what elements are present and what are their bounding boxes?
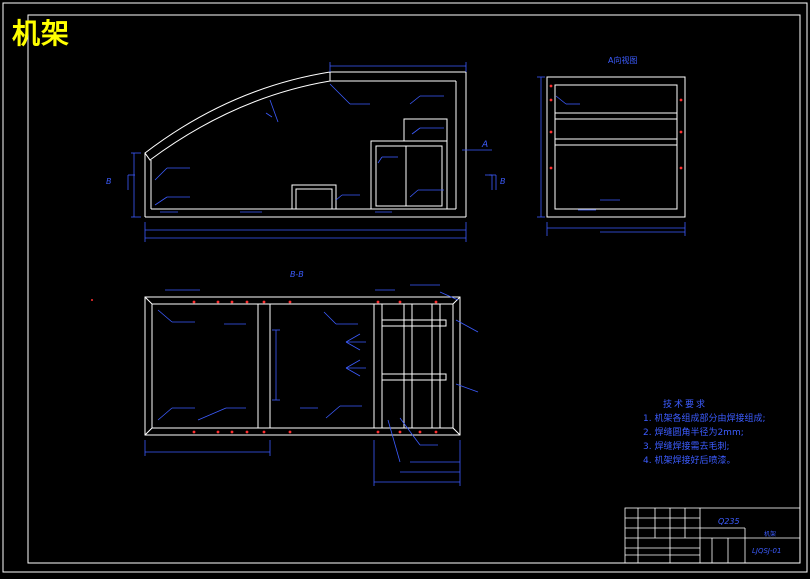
technical-requirements: 技术要求 1. 机架各组成部分由焊接组成; 2. 焊缝圆角半径为2mm; 3. … — [643, 398, 765, 468]
cut-b-left-label: B — [106, 177, 112, 186]
a-view-hole-marks — [549, 84, 683, 170]
a-view — [546, 76, 686, 218]
material-text: Q235 — [718, 517, 740, 526]
part-name-text: 机架 — [764, 530, 776, 538]
inner-border — [27, 14, 801, 564]
drawing-title: 机架 — [12, 17, 71, 50]
drawing-number-text: LJQSJ-01 — [752, 547, 781, 555]
front-view — [144, 71, 467, 218]
requirement-item: 1. 机架各组成部分由焊接组成; — [643, 414, 766, 424]
section-bb-hole-marks — [91, 299, 438, 434]
requirement-item: 4. 机架焊接好后喷漆。 — [643, 456, 736, 466]
requirement-item: 3. 焊缝焊接需去毛刺; — [643, 442, 730, 452]
requirement-item: 2. 焊缝圆角半径为2mm; — [643, 428, 744, 438]
section-bb-label: B-B — [290, 270, 304, 279]
cut-a-label: A — [481, 140, 488, 150]
front-view-annotations — [127, 62, 493, 242]
a-view-label: A向视图 — [608, 55, 637, 65]
a-view-annotations — [489, 76, 686, 236]
section-bb-annotations — [144, 284, 479, 486]
cut-b-right-label: B — [500, 177, 506, 186]
title-block — [624, 507, 801, 564]
technical-requirements-title: 技术要求 — [663, 400, 708, 410]
section-bb — [144, 296, 461, 436]
